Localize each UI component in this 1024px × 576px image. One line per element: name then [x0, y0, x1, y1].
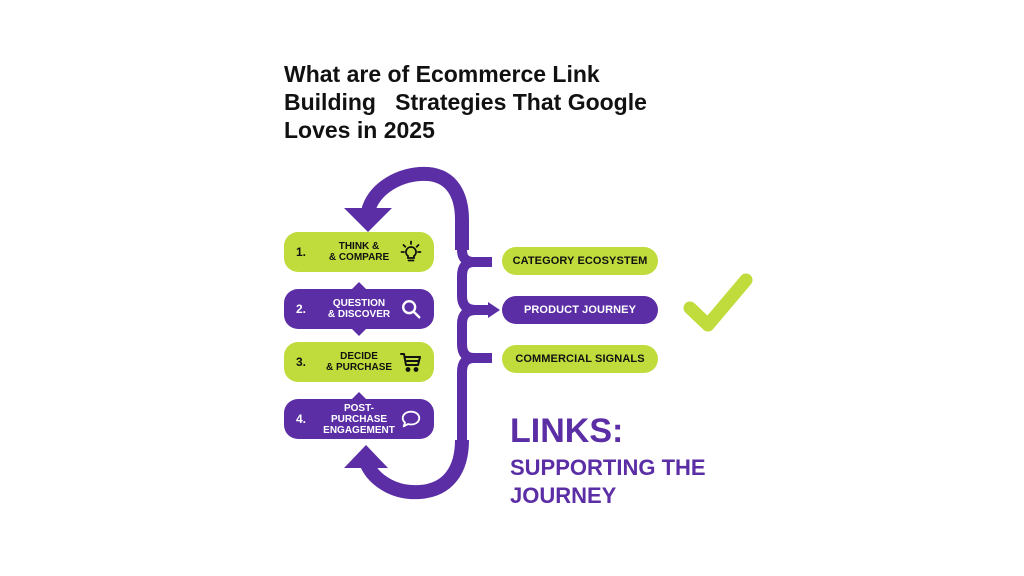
- step-label: THINK & & COMPARE: [322, 241, 396, 263]
- title-line-1: What are of Ecommerce Link: [284, 61, 600, 87]
- step-label-line-1: POST-PURCHASE: [330, 402, 388, 425]
- step-label-line-2: & COMPARE: [328, 252, 390, 263]
- step-connector-notch: [352, 282, 366, 289]
- step-number: 3.: [296, 355, 307, 369]
- title-line-2: Building Strategies That Google: [284, 89, 647, 115]
- links-subheading: SUPPORTING THE JOURNEY: [510, 454, 706, 510]
- step-2-question-discover: 2. QUESTION & DISCOVER: [284, 289, 434, 329]
- outcome-product-journey: PRODUCT JOURNEY: [502, 296, 658, 324]
- step-label-line-1: THINK &: [338, 241, 380, 252]
- step-label-line-1: QUESTION: [332, 298, 386, 309]
- bottom-arrow-head: [344, 445, 388, 468]
- links-heading: LINKS:: [510, 412, 624, 450]
- search-icon: [396, 296, 426, 322]
- brace-spine: [457, 249, 492, 440]
- step-label-line-2: ENGAGEMENT: [323, 424, 395, 436]
- step-label-line-2: & PURCHASE: [325, 362, 393, 373]
- page-title: What are of Ecommerce Link Building Stra…: [284, 60, 724, 144]
- step-label: POST-PURCHASE ENGAGEMENT: [322, 403, 396, 436]
- top-loop-arrow-arc: [361, 166, 469, 250]
- step-label: DECIDE & PURCHASE: [322, 351, 396, 373]
- step-label: QUESTION & DISCOVER: [322, 298, 396, 320]
- step-label-line-1: DECIDE: [340, 351, 378, 362]
- links-subheading-line-1: SUPPORTING THE: [510, 455, 706, 480]
- step-number: 2.: [296, 302, 307, 316]
- links-subheading-line-2: JOURNEY: [510, 483, 617, 508]
- step-number: 4.: [296, 412, 307, 426]
- outcome-commercial-signals: COMMERCIAL SIGNALS: [502, 345, 658, 373]
- step-4-post-purchase-engagement: 4. POST-PURCHASE ENGAGEMENT: [284, 399, 434, 439]
- step-3-decide-purchase: 3. DECIDE & PURCHASE: [284, 342, 434, 382]
- step-label-line-2: & DISCOVER: [327, 309, 391, 320]
- top-arrow-head: [344, 208, 392, 232]
- checkmark-icon: [683, 273, 753, 332]
- bottom-loop-arrow-arc: [359, 439, 469, 500]
- step-1-think-compare: 1. THINK & & COMPARE: [284, 232, 434, 272]
- step-connector-notch: [352, 329, 366, 336]
- cart-icon: [396, 349, 426, 375]
- chat-bubble-icon: [396, 406, 426, 432]
- outcome-category-ecosystem: CATEGORY ECOSYSTEM: [502, 247, 658, 275]
- step-number: 1.: [296, 245, 307, 259]
- lightbulb-icon: [396, 239, 426, 265]
- brace-center-arrow-head: [488, 302, 500, 318]
- title-line-3: Loves in 2025: [284, 117, 435, 143]
- step-connector-notch: [352, 392, 366, 399]
